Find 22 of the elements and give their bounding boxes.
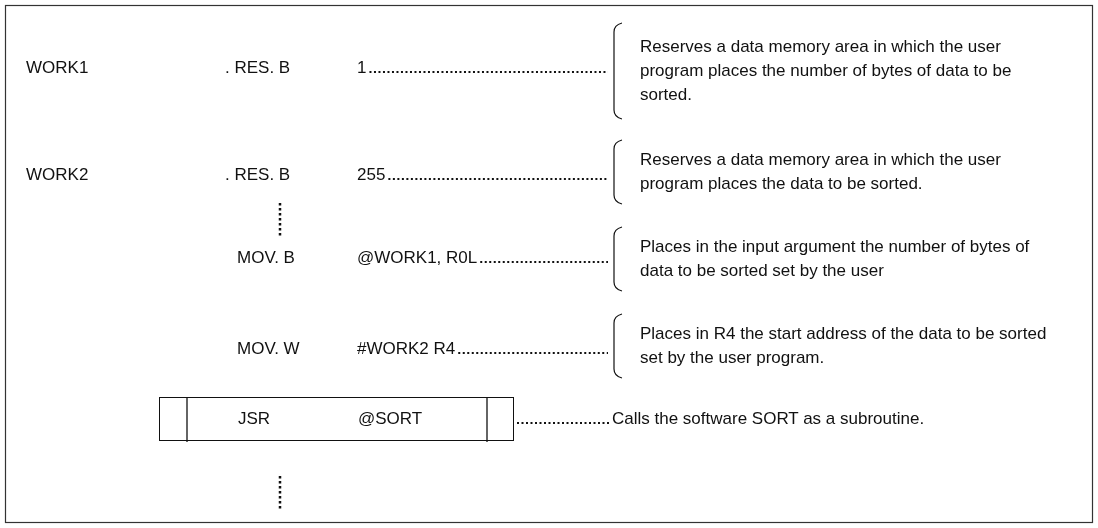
code-label: WORK2 [26, 164, 89, 186]
code-operand: @SORT [358, 408, 423, 430]
code-instruction: MOV. B [237, 247, 295, 269]
code-label: WORK1 [26, 57, 89, 79]
code-instruction: . RES. B [225, 164, 291, 186]
dotted-leader [457, 352, 609, 354]
code-operand: 255 [357, 164, 386, 186]
code-operand: #WORK2 R4 [357, 338, 456, 360]
code-instruction: JSR [238, 408, 271, 430]
dotted-leader [516, 422, 611, 424]
subroutine-call-box [159, 397, 514, 441]
code-operand: @WORK1, R0L [357, 247, 478, 269]
comment-text: Reserves a data memory area in which the user program places the data to be sorted. [640, 149, 1002, 195]
comment-text: Calls the software SORT as a subroutine. [612, 408, 926, 430]
code-instruction: . RES. B [225, 57, 291, 79]
dotted-leader [387, 178, 609, 180]
code-instruction: MOV. W [237, 338, 300, 360]
dotted-leader [479, 261, 609, 263]
code-operand: 1 [357, 57, 367, 79]
comment-text: Places in R4 the start address of the data to be sorted set by the user program. [640, 323, 1048, 369]
comment-text: Places in the input argument the number of bytes of data to be sorted set by the user [640, 236, 1031, 282]
comment-text: Reserves a data memory area in which the user program places the number of bytes of data to be sorted. [640, 36, 1013, 106]
